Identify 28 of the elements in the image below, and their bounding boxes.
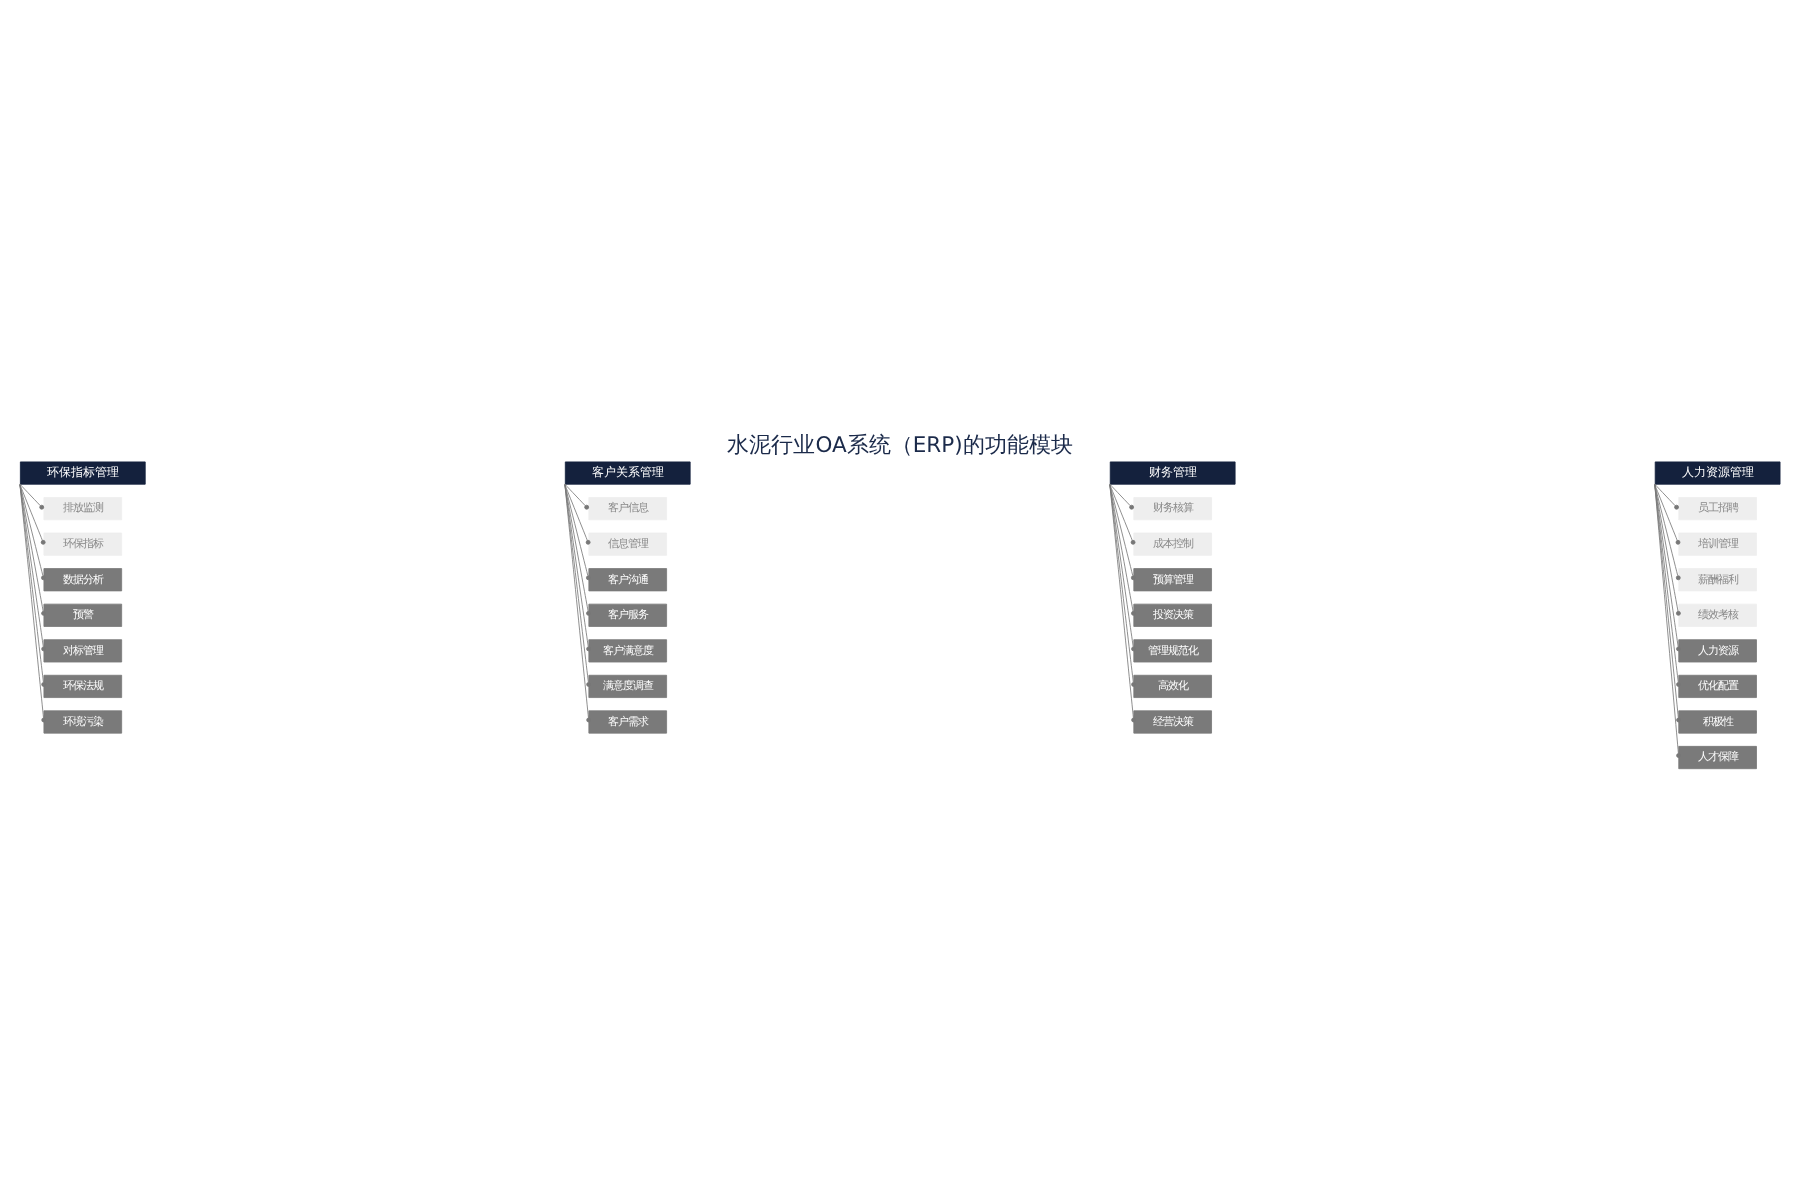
- connector: [1109, 484, 1136, 687]
- connector: [1654, 484, 1681, 652]
- connector: [19, 484, 46, 581]
- connector: [19, 484, 46, 616]
- connector: [564, 484, 592, 723]
- connector: [564, 484, 592, 687]
- connector: [1654, 484, 1681, 545]
- connector: [19, 484, 47, 652]
- connector: [1109, 484, 1136, 616]
- connector: [1109, 484, 1136, 723]
- connector: [19, 484, 46, 545]
- connector: [564, 484, 591, 545]
- connector: [1109, 484, 1136, 581]
- connector: [1654, 483, 1679, 510]
- diagram-title: 水泥行业OA系统（ERP)的功能模块: [727, 431, 1073, 458]
- connector: [564, 484, 591, 616]
- connector: [564, 484, 591, 581]
- connector: [1109, 483, 1135, 510]
- connector: [19, 483, 45, 510]
- connector: [1654, 484, 1681, 687]
- connector: [1654, 484, 1681, 616]
- connector: [1654, 484, 1681, 581]
- connector: [19, 484, 47, 687]
- connector: [564, 483, 590, 510]
- connector: [1109, 484, 1136, 545]
- connector: [564, 484, 591, 652]
- connector: [1109, 484, 1136, 652]
- connector: [19, 484, 47, 723]
